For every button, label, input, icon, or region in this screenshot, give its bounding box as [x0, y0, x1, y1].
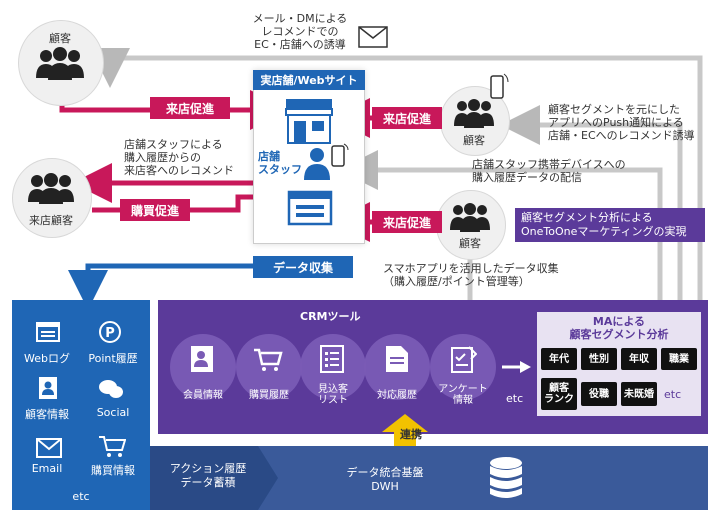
- segment-position: 役職: [581, 382, 617, 406]
- web-log-icon: [36, 322, 60, 342]
- crm-etc: etc: [506, 392, 524, 405]
- left-item-purchase: 購買情報: [91, 464, 135, 477]
- crm-item-survey: アンケート 情報: [438, 384, 488, 406]
- dwh-label: データ統合基盤 DWH: [346, 466, 424, 493]
- customer-top-label: 顧客: [49, 32, 71, 45]
- tag-buy: 購買促進: [120, 199, 190, 221]
- survey-icon: [451, 346, 477, 373]
- staff-icon: [304, 148, 330, 180]
- customer-info-icon: [39, 377, 57, 399]
- note-email-dm: メール・DMによる レコメンドでの EC・店舗への誘導: [252, 12, 348, 51]
- people-icon: [454, 99, 494, 128]
- cart-icon: [99, 436, 126, 457]
- segment-gender: 性別: [581, 348, 617, 370]
- link-label: 連携: [400, 428, 422, 441]
- list-icon: [320, 345, 344, 373]
- crm-item-member: 会員情報: [183, 390, 223, 401]
- segment-income: 年収: [621, 348, 657, 370]
- envelope-icon: [358, 26, 388, 48]
- email-icon: [36, 438, 62, 458]
- link-arrow-icon: [382, 414, 428, 454]
- note-segment-push: 顧客セグメントを元にした アプリへのPush通知による 店舗・ECへのレコメンド…: [548, 103, 695, 142]
- customer-visit-label: 来店顧客: [29, 214, 73, 227]
- left-data-panel: [12, 300, 150, 510]
- action-label: アクション履歴 データ蓄積: [169, 462, 247, 489]
- crm-circle-survey: [430, 334, 496, 400]
- people-icon: [36, 47, 84, 80]
- store-icon: [285, 99, 333, 144]
- crm-title: CRMツール: [300, 310, 361, 323]
- store-staff-label: 店舗 スタッフ: [258, 150, 302, 176]
- note-app-data: スマホアプリを活用したデータ収集 （購入履歴/ポイント管理等）: [383, 262, 559, 288]
- left-etc: etc: [72, 490, 90, 503]
- crm-item-support: 対応履歴: [377, 390, 417, 401]
- ma-etc: etc: [664, 388, 682, 401]
- people-icon: [450, 203, 490, 232]
- left-item-customer: 顧客情報: [25, 408, 69, 421]
- svg-text:P: P: [105, 326, 115, 341]
- customer-right-top-label: 顧客: [463, 134, 485, 147]
- left-item-point: Point履歴: [88, 352, 138, 365]
- cart-icon: [254, 348, 283, 371]
- point-icon: P: [99, 321, 121, 343]
- note-device: 店舗スタッフ携帯デバイスへの 購入履歴データの配信: [472, 158, 626, 184]
- action-arrow: [150, 446, 278, 510]
- tag-visit-bottom: 来店促進: [372, 211, 442, 233]
- tag-visit-left: 来店促進: [150, 97, 230, 119]
- database-icon: [490, 457, 522, 498]
- mobile-device-icon: [331, 143, 349, 167]
- segment-age: 年代: [541, 348, 577, 370]
- social-icon: [99, 380, 123, 398]
- segment-rank: 顧客 ランク: [541, 378, 577, 410]
- note-staff-recommend: 店舗スタッフによる 購入履歴からの 来店客へのレコメンド: [124, 138, 234, 177]
- segment-occupation: 職業: [661, 348, 697, 370]
- document-icon: [386, 346, 408, 372]
- tag-data-collect: データ収集: [253, 256, 353, 278]
- left-item-weblog: Webログ: [24, 352, 70, 365]
- arrow-right-icon: [502, 361, 531, 373]
- note-one-to-one: 顧客セグメント分析による OneToOneマーケティングの実現: [515, 208, 705, 242]
- left-item-email: Email: [31, 462, 63, 475]
- left-item-social: Social: [96, 406, 130, 419]
- website-icon: [287, 190, 333, 226]
- customer-right-bottom-label: 顧客: [459, 237, 481, 250]
- member-card-icon: [191, 346, 213, 372]
- crm-circle-purchase: [236, 334, 302, 400]
- crm-item-prospect: 見込客 リスト: [318, 384, 348, 406]
- customer-circle-top: [18, 20, 104, 106]
- smartphone-icon: [490, 73, 509, 99]
- ma-title: MAによる 顧客セグメント分析: [569, 315, 669, 341]
- people-icon: [28, 173, 74, 204]
- segment-marital: 未既婚: [621, 382, 657, 406]
- crm-item-purchase: 購買履歴: [249, 390, 289, 401]
- tag-visit-right: 来店促進: [372, 107, 442, 129]
- store-title: 実店舗/Webサイト: [253, 70, 365, 90]
